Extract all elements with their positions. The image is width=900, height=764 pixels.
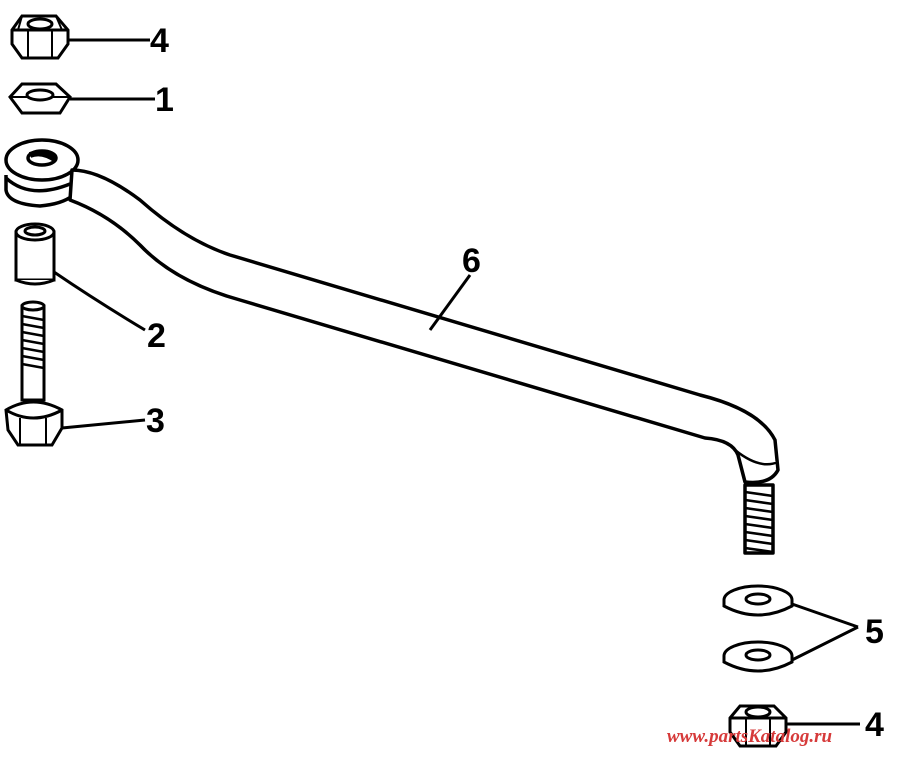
callout-washers-bottom: 5 <box>865 613 884 651</box>
spacer-sleeve <box>14 222 56 286</box>
leader-line-spacer <box>53 270 146 332</box>
callout-nut-top: 4 <box>150 22 169 60</box>
leader-line-tie-bar <box>428 274 472 331</box>
leader-line-bolt <box>61 418 146 430</box>
callout-bolt: 3 <box>146 402 165 440</box>
callout-washer-top: 1 <box>155 81 174 119</box>
flange-bolt <box>4 300 64 447</box>
watermark-text: www.partsKatalog.ru <box>667 726 832 747</box>
leader-lines-washers <box>791 602 859 662</box>
flat-washer-upper <box>722 584 794 617</box>
callout-tie-bar: 6 <box>462 242 481 280</box>
callout-nut-bottom: 4 <box>865 706 884 744</box>
hex-washer-top <box>8 82 72 115</box>
hex-nut-bottom <box>728 704 788 748</box>
flat-washer-lower <box>722 640 794 673</box>
callout-spacer: 2 <box>147 317 166 355</box>
hex-nut-top <box>10 14 70 60</box>
tie-bar <box>4 138 780 555</box>
